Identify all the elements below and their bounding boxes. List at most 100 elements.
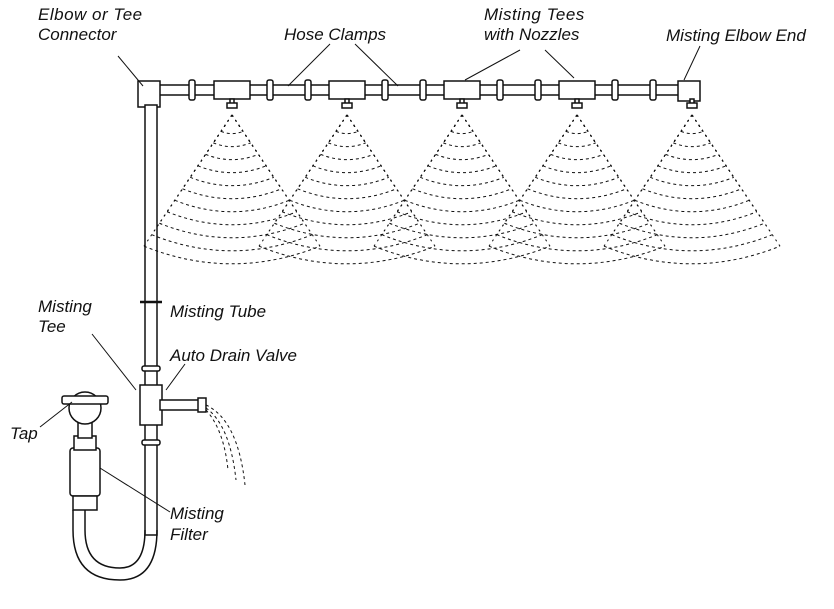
spray-arc bbox=[182, 188, 282, 200]
spray-arc bbox=[258, 245, 436, 265]
spray-edge bbox=[346, 114, 367, 144]
label-misting-tube: Misting Tube bbox=[170, 302, 267, 321]
hose-clamp bbox=[611, 79, 619, 101]
spray-arc bbox=[673, 142, 711, 148]
spray-edge bbox=[404, 114, 463, 201]
nozzle bbox=[571, 102, 583, 109]
spray-arc bbox=[642, 188, 742, 200]
leader-lines bbox=[39, 43, 701, 513]
spray-arc bbox=[527, 188, 627, 200]
spray-edge bbox=[231, 114, 290, 201]
spray-arc bbox=[427, 165, 497, 174]
label-hose-clamps: Hose Clamps bbox=[284, 25, 387, 44]
spray-arc bbox=[151, 234, 313, 252]
spray-edge bbox=[396, 114, 463, 213]
spray-arc bbox=[535, 176, 619, 187]
spray-arc bbox=[519, 199, 635, 213]
hose-clamp bbox=[381, 79, 389, 101]
spray-edge bbox=[603, 114, 693, 247]
label-misting-tee-2: Tee bbox=[38, 317, 66, 336]
spray-arc bbox=[626, 211, 758, 226]
tube-clamp-lower bbox=[141, 439, 161, 446]
spray-arc bbox=[665, 153, 719, 161]
spray-edge bbox=[691, 114, 704, 132]
spray-arc bbox=[381, 234, 543, 252]
spray-arc bbox=[274, 222, 420, 239]
spray-edge bbox=[557, 114, 578, 144]
spray-arc bbox=[558, 142, 596, 148]
spray-arc bbox=[565, 130, 589, 135]
tap-handle bbox=[61, 395, 109, 405]
spray-edge bbox=[488, 114, 578, 247]
spray-arc bbox=[335, 130, 359, 135]
spray-edge bbox=[442, 114, 463, 144]
spray-edge bbox=[634, 114, 693, 201]
elbow-connector bbox=[137, 80, 161, 108]
spray-edge bbox=[461, 114, 474, 132]
spray-arc bbox=[305, 176, 389, 187]
spray-arc bbox=[443, 142, 481, 148]
label-misting-tees: Misting Tees bbox=[484, 5, 585, 24]
spray-arc bbox=[657, 165, 727, 174]
spray-patterns bbox=[143, 114, 781, 265]
spray-edge bbox=[519, 114, 578, 201]
spray-edge bbox=[231, 114, 244, 132]
spray-arc bbox=[312, 165, 382, 174]
spray-arc bbox=[420, 176, 504, 187]
spray-edge bbox=[373, 114, 463, 247]
spray-arc bbox=[504, 222, 650, 239]
spray-edge bbox=[346, 114, 405, 201]
spray-edge bbox=[565, 114, 578, 132]
spray-arc bbox=[143, 245, 321, 265]
spray-edge bbox=[212, 114, 233, 144]
spray-edge bbox=[174, 114, 233, 201]
spray-arc bbox=[197, 165, 267, 174]
hose-clamp bbox=[266, 79, 274, 101]
spray-arc bbox=[634, 199, 750, 213]
spray-edge bbox=[258, 114, 348, 247]
spray-edge bbox=[166, 114, 233, 213]
spray-edge bbox=[576, 114, 597, 144]
misting-tee-with-nozzle bbox=[213, 80, 251, 109]
misting-filter-body bbox=[69, 447, 101, 497]
hose-clamp bbox=[419, 79, 427, 101]
nozzle bbox=[341, 102, 353, 109]
nozzle bbox=[456, 102, 468, 109]
spray-arc bbox=[220, 130, 244, 135]
misting-tee-with-nozzle bbox=[328, 80, 366, 109]
spray-arc bbox=[297, 188, 397, 200]
spray-arc bbox=[389, 222, 535, 239]
nozzle bbox=[686, 102, 698, 109]
spray-arc bbox=[404, 199, 520, 213]
spray-edge bbox=[576, 114, 635, 201]
spray-edge bbox=[461, 114, 482, 144]
spray-edge bbox=[281, 114, 348, 213]
hose-clamp bbox=[304, 79, 312, 101]
spray-arc bbox=[619, 222, 765, 239]
filter-cap bbox=[72, 495, 98, 511]
spray-edge bbox=[335, 114, 348, 132]
label-misting-filter-1: Misting bbox=[170, 504, 224, 523]
spray-edge bbox=[626, 114, 693, 213]
spray-arc bbox=[320, 153, 374, 161]
spray-edge bbox=[461, 114, 520, 201]
spray-edge bbox=[461, 114, 528, 213]
misting-tee-with-nozzle bbox=[443, 80, 481, 109]
hose-clamp bbox=[649, 79, 657, 101]
nozzle bbox=[226, 102, 238, 109]
spray-arc bbox=[159, 222, 305, 239]
label-misting-filter-2: Filter bbox=[170, 525, 208, 544]
spray-edge bbox=[576, 114, 666, 247]
hose-clamp bbox=[534, 79, 542, 101]
spray-arc bbox=[496, 234, 658, 252]
spray-edge bbox=[231, 114, 321, 247]
tube-clamp-upper bbox=[141, 365, 161, 372]
label-tap: Tap bbox=[10, 424, 38, 443]
spray-edge bbox=[576, 114, 589, 132]
spray-arc bbox=[328, 142, 366, 148]
spray-arc bbox=[289, 199, 405, 213]
spray-edge bbox=[672, 114, 693, 144]
spray-edge bbox=[231, 114, 252, 144]
